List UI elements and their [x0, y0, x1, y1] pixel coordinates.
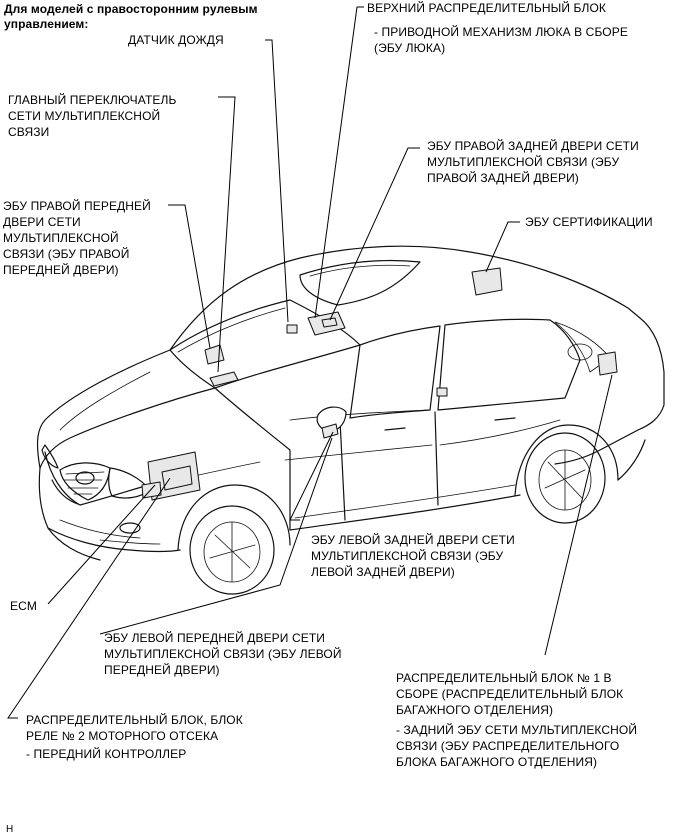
label-luggage-junction-block: РАСПРЕДЕЛИТЕЛЬНЫЙ БЛОК № 1 В СБОРЕ (РАСП… — [396, 671, 624, 717]
header-title: Для моделей с правосторонним рулевым упр… — [4, 2, 258, 31]
label-lf-door-ecu: ЭБУ ЛЕВОЙ ПЕРЕДНЕЙ ДВЕРИ СЕТИ МУЛЬТИПЛЕК… — [104, 631, 342, 677]
label-certification-ecu: ЭБУ СЕРТИФИКАЦИИ — [525, 215, 653, 229]
label-rl-door-ecu: ЭБУ ЛЕВОЙ ЗАДНЕЙ ДВЕРИ СЕТИ МУЛЬТИПЛЕКСН… — [311, 533, 515, 579]
label-front-controller: - ПЕРЕДНИЙ КОНТРОЛЛЕР — [26, 747, 187, 761]
label-rr-door-ecu: ЭБУ ПРАВОЙ ЗАДНЕЙ ДВЕРИ СЕТИ МУЛЬТИПЛЕКС… — [427, 139, 639, 185]
label-main-multiplex-switch: ГЛАВНЫЙ ПЕРЕКЛЮЧАТЕЛЬ СЕТИ МУЛЬТИПЛЕКСНО… — [8, 93, 177, 139]
leader-lines — [7, 6, 613, 719]
label-rain-sensor: ДАТЧИК ДОЖДЯ — [128, 33, 224, 47]
label-sunroof-ecu: - ПРИВОДНОЙ МЕХАНИЗМ ЛЮКА В СБОРЕ (ЭБУ Л… — [374, 25, 628, 55]
car-body-drawing — [36, 245, 665, 595]
figure-code: H — [6, 824, 14, 835]
label-rear-multiplex-ecu: - ЗАДНИЙ ЭБУ СЕТИ МУЛЬТИПЛЕКСНОЙ СВЯЗИ (… — [396, 723, 638, 769]
label-upper-junction-block: ВЕРХНИЙ РАСПРЕДЕЛИТЕЛЬНЫЙ БЛОК — [367, 1, 607, 15]
label-ecm: ECM — [10, 599, 37, 613]
label-engine-room-relay-block: РАСПРЕДЕЛИТЕЛЬНЫЙ БЛОК, БЛОК РЕЛЕ № 2 МО… — [26, 713, 243, 743]
label-rf-door-ecu: ЭБУ ПРАВОЙ ПЕРЕДНЕЙ ДВЕРИ СЕТИ МУЛЬТИПЛЕ… — [3, 199, 151, 277]
